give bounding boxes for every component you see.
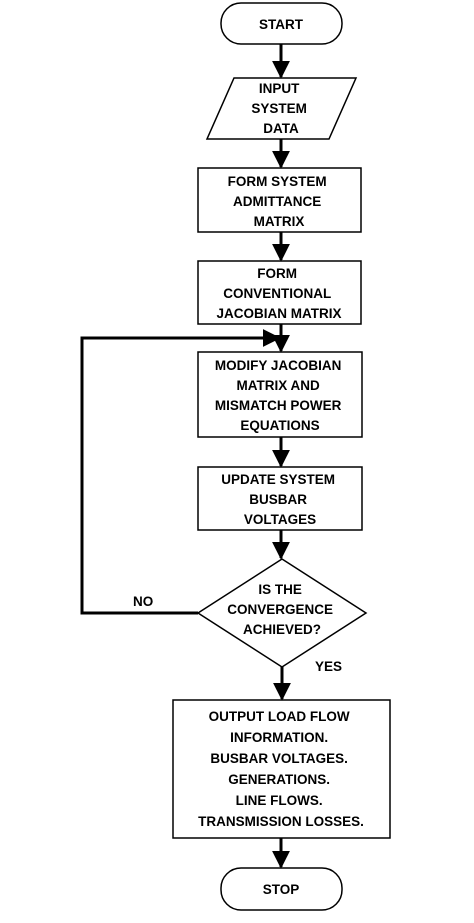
decision-label: IS THE CONVERGENCE ACHIEVED? (227, 582, 337, 637)
stop-node: STOP (220, 867, 343, 911)
output-node: OUTPUT LOAD FLOW INFORMATION. BUSBAR VOL… (172, 699, 391, 839)
stop-label: STOP (263, 882, 300, 897)
output-label: OUTPUT LOAD FLOW INFORMATION. BUSBAR VOL… (198, 709, 364, 829)
start-label: START (259, 17, 304, 32)
input-node: INPUT SYSTEM DATA (205, 77, 358, 140)
start-node: START (220, 2, 343, 45)
update-node: UPDATE SYSTEM BUSBAR VOLTAGES (197, 466, 363, 531)
admittance-node: FORM SYSTEM ADMITTANCE MATRIX (197, 167, 362, 233)
jacobian-node: FORM CONVENTIONAL JACOBIAN MATRIX (197, 260, 362, 325)
admittance-label: FORM SYSTEM ADMITTANCE MATRIX (228, 174, 331, 229)
input-label: INPUT SYSTEM DATA (251, 81, 310, 136)
edge-label-no: NO (133, 594, 153, 609)
convergence-decision-node: IS THE CONVERGENCE ACHIEVED? (196, 558, 368, 668)
update-label: UPDATE SYSTEM BUSBAR VOLTAGES (221, 472, 339, 527)
arrow-no-loop-back (80, 329, 281, 615)
edge-label-yes: YES (315, 659, 342, 674)
modify-node: MODIFY JACOBIAN MATRIX AND MISMATCH POWE… (197, 351, 363, 438)
jacobian-label: FORM CONVENTIONAL JACOBIAN MATRIX (216, 266, 341, 321)
modify-label: MODIFY JACOBIAN MATRIX AND MISMATCH POWE… (215, 358, 345, 433)
